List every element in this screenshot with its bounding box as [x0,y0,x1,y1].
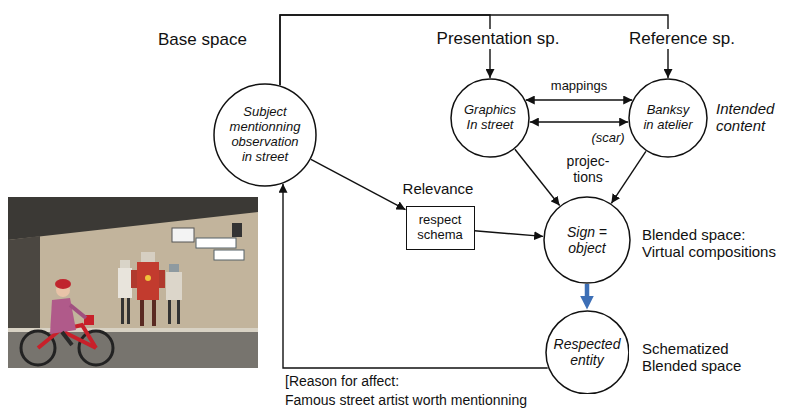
graffiti-shape [166,272,182,300]
cyclist-leg [62,332,72,345]
circle-outline [451,79,529,157]
space-circle: Banksy in atelier [628,78,708,158]
wall [8,197,258,368]
node-label: Banksy in atelier [642,103,695,133]
circle-outline [546,311,629,394]
node-label: Respected entity [551,336,623,368]
graffiti-shape [177,300,180,324]
connector [283,184,548,368]
graffiti-shape [169,264,179,273]
graffiti-shape [131,270,137,288]
space-circle: Graphics In street [450,78,530,158]
street-sign [214,250,244,260]
space-title: Reference sp. [626,29,738,49]
connector [311,159,406,209]
cyclist-coat [50,298,76,334]
node-text: Respected entity [551,336,623,368]
connector [475,231,544,237]
node-text: Banksy in atelier [642,103,695,133]
graffiti-shape [140,300,144,326]
space-title: Blended space: Virtual compositions [642,226,782,261]
space-circle: Subject mentionning observation in stree… [213,83,317,187]
blend-circle: Sign = object [543,196,631,284]
node-label: Graphics In street [460,103,520,133]
connector [280,15,490,85]
connector [530,121,628,122]
graffiti-shape [137,262,159,300]
cyclist-hat [55,279,71,289]
street-sign [172,228,194,242]
connector [515,149,560,205]
annotation: [Reason for affect: [285,373,399,389]
annotation: Intended content [716,100,786,135]
graffiti-shape [168,300,171,324]
blend-circle: Respected entity [545,310,630,395]
node-text: Sign = object [562,224,612,256]
pavement [8,330,258,368]
street-sign [196,238,236,248]
node-text: Subject mentionning observation in stree… [227,105,303,165]
graffiti-shape [118,268,132,298]
graffiti-shape [120,260,130,269]
node-text: Graphics In street [460,103,520,133]
graffiti-shape [152,300,156,326]
node-label: Sign = object [562,224,612,256]
node-text: respect schema [413,213,467,243]
cyclist-arm [70,305,86,318]
node-label: Subject mentionning observation in stree… [227,105,303,165]
graffiti-shape [141,252,155,263]
pillar [8,236,40,330]
space-title: Base space [158,30,247,50]
graffiti-shape [127,298,130,324]
schema-box: respect schema [406,206,475,251]
annotation: (scar) [591,131,624,146]
circle-outline [544,197,630,283]
node-label: respect schema [413,213,467,243]
street-sign [232,223,242,237]
space-title: Schematized Blended space [642,340,752,375]
circle-outline [214,84,316,186]
graffiti-shape [145,275,151,281]
space-title: Presentation sp. [434,29,563,49]
connector [611,151,646,203]
connector [280,15,668,85]
connector [585,284,590,304]
annotation: Relevance [403,180,474,197]
graffiti-shape [121,298,124,324]
edge-label: mappings [549,79,609,94]
annotation: projec- tions [562,153,614,185]
annotation: Famous street artist worth mentionning [285,392,527,408]
graffiti-shape [159,270,165,288]
circle-outline [629,79,707,157]
overhang [8,197,258,240]
connector [526,99,633,100]
